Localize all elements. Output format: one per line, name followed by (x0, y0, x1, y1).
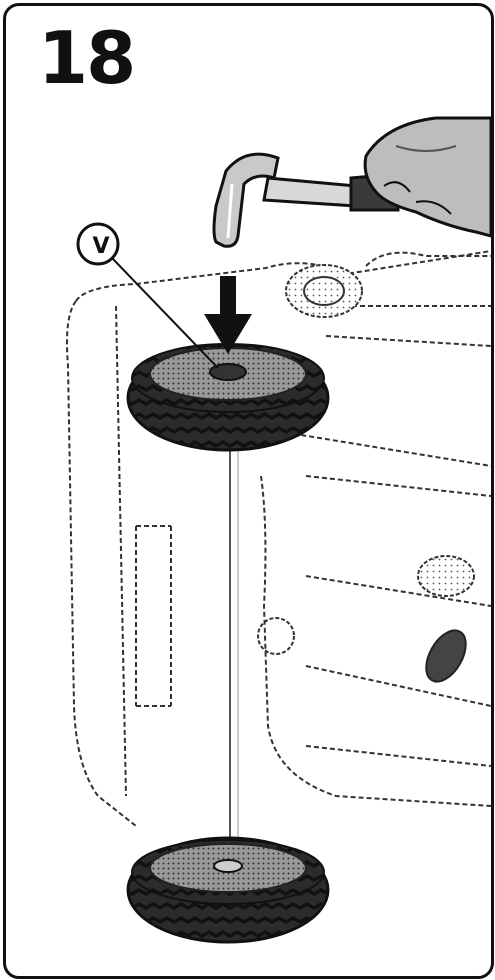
callout-label: V (82, 228, 120, 266)
vehicle-body (67, 251, 491, 826)
hand-icon (365, 118, 491, 236)
side-details (258, 556, 474, 688)
seat-dome (286, 265, 362, 317)
step-panel: 18 V (3, 3, 494, 979)
assembly-illustration (6, 6, 491, 976)
down-arrow-icon (204, 276, 252, 354)
bottom-wheel-icon (128, 838, 328, 942)
step-number: 18 (38, 22, 134, 94)
top-wheel-icon (128, 344, 328, 450)
